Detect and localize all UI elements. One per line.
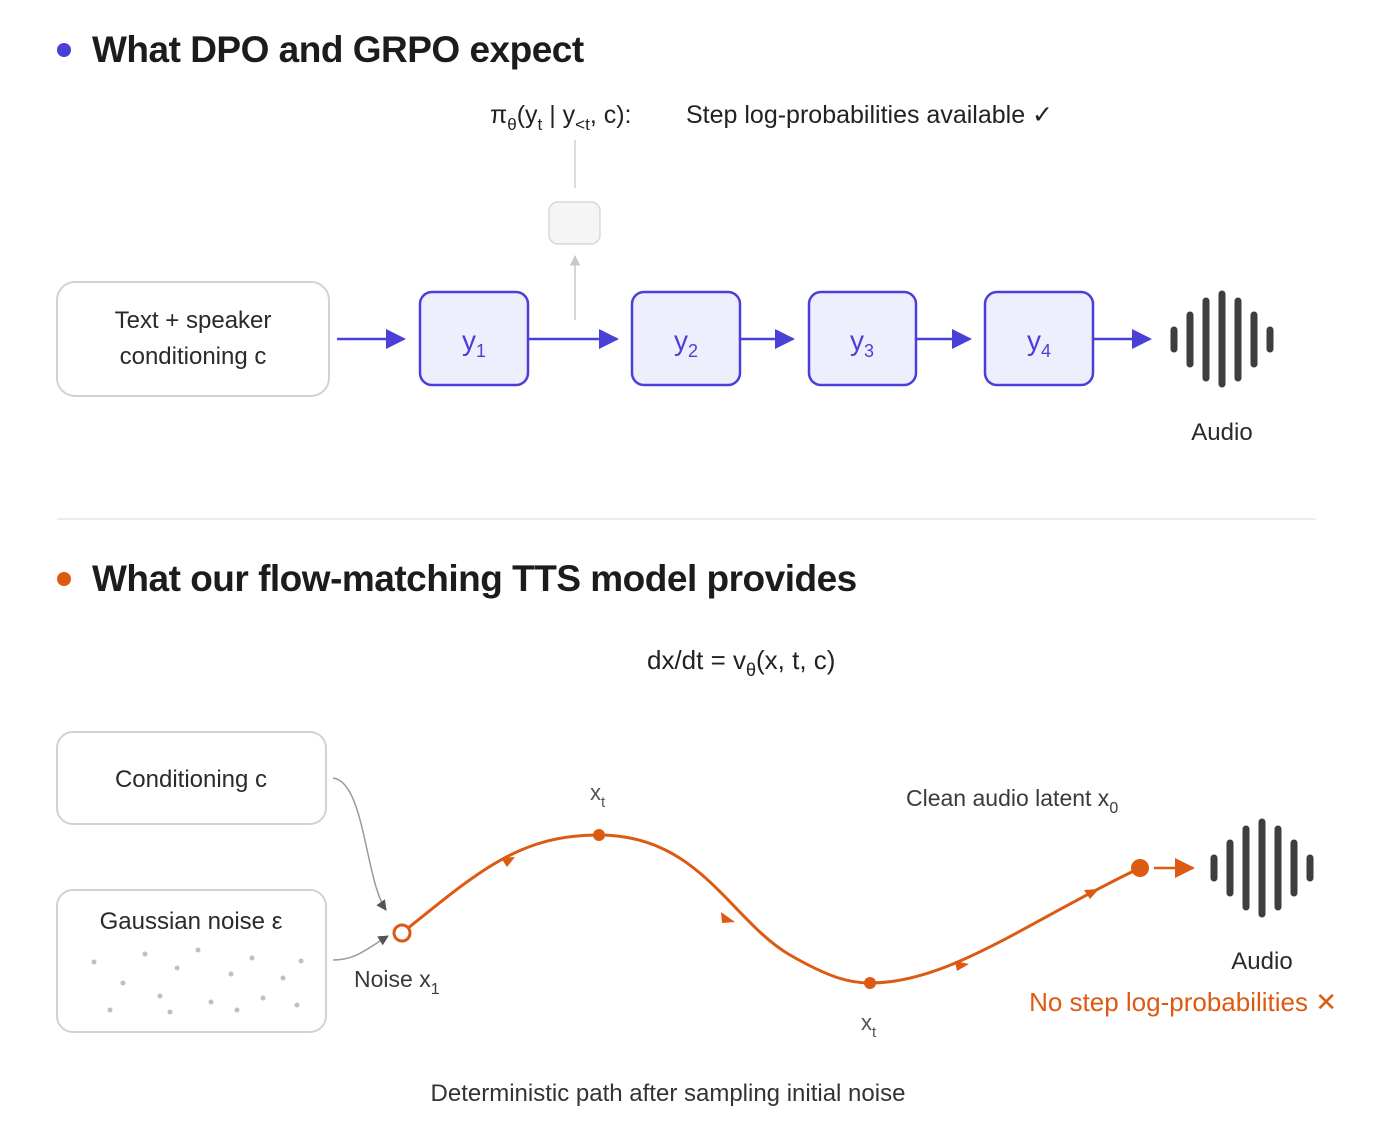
- token-label: y3: [850, 325, 874, 361]
- token-box-y1: y1: [418, 290, 530, 387]
- conditioning-arrow: [332, 777, 387, 911]
- token-label: y2: [674, 325, 698, 361]
- noise-x1-label: Noise x1: [354, 966, 440, 998]
- clean-latent-point: [1131, 859, 1149, 877]
- xt-label-top: xt: [590, 780, 606, 811]
- input-box-line2: conditioning c: [120, 343, 267, 370]
- conditioning-box: [56, 731, 327, 825]
- section-bullet: [57, 43, 71, 57]
- audio-label-bottom: Audio: [1231, 948, 1292, 975]
- noise-arrow: [332, 935, 389, 961]
- conditioning-label: Conditioning c: [115, 766, 267, 793]
- gaussian-noise-label: Gaussian noise ε: [100, 908, 283, 935]
- token-box-y2: y2: [630, 290, 742, 387]
- xt-point-top: [593, 829, 605, 841]
- trajectory-direction-arrows: [501, 857, 1099, 971]
- token-label: y1: [462, 325, 486, 361]
- logprob-node: [548, 201, 601, 245]
- section-heading-top: What DPO and GRPO expect: [92, 29, 584, 70]
- clean-latent-label: Clean audio latent x0: [906, 785, 1118, 817]
- text-speaker-input-box: [56, 281, 330, 397]
- input-box-line1: Text + speaker: [115, 307, 272, 334]
- xt-label-bottom: xt: [861, 1010, 877, 1041]
- policy-formula: πθ(yt | y<t, c):: [490, 101, 632, 134]
- audio-label-top: Audio: [1191, 419, 1252, 446]
- logprob-available-status: Step log-probabilities available ✓: [686, 101, 1053, 129]
- noise-dots: [91, 947, 304, 1015]
- token-box-y4: y4: [983, 290, 1095, 387]
- audio-waveform-icon: [1210, 818, 1314, 918]
- section-bullet: [57, 572, 71, 586]
- token-box-y3: y3: [807, 290, 918, 387]
- token-label: y4: [1027, 325, 1051, 361]
- flow-caption: Deterministic path after sampling initia…: [431, 1080, 906, 1107]
- flow-trajectory: [401, 833, 1141, 985]
- section-heading-bottom: What our flow-matching TTS model provide…: [92, 558, 857, 599]
- audio-waveform-icon: [1170, 290, 1274, 388]
- xt-point-bottom: [864, 977, 876, 989]
- gaussian-noise-box: [56, 889, 327, 1033]
- ode-formula: dx/dt = vθ(x, t, c): [647, 645, 835, 680]
- noise-start-point: [392, 923, 412, 943]
- no-logprob-warning: No step log-probabilities ✕: [1029, 987, 1337, 1017]
